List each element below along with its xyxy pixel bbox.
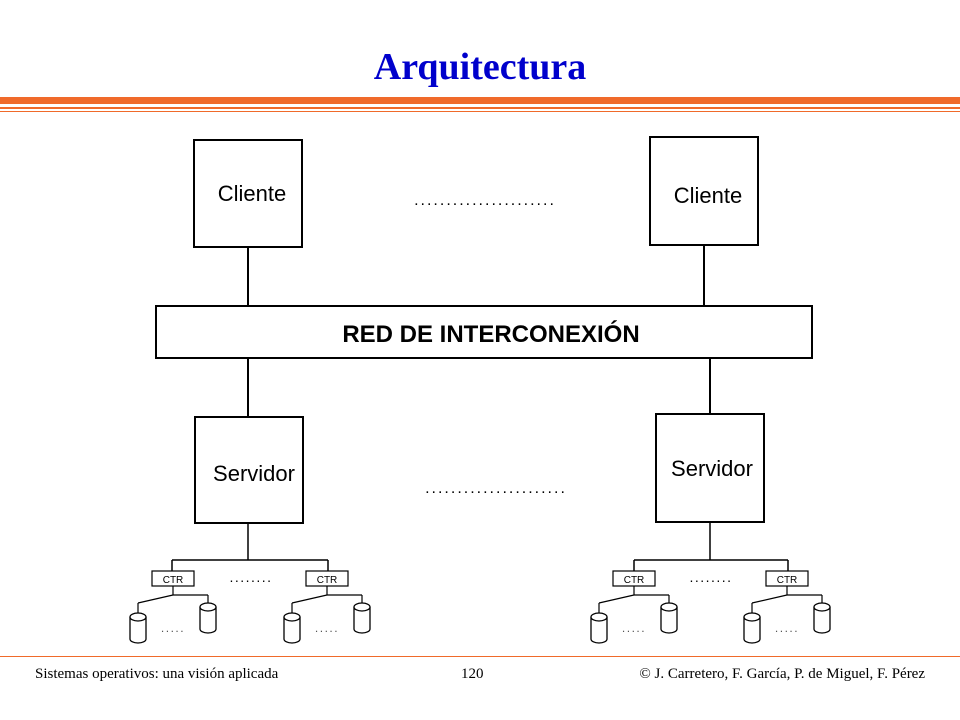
disk-link [291,594,328,604]
disk-ellipsis: ..... [775,621,799,635]
server-label: Servidor [213,461,295,486]
disk-icon [353,602,371,634]
page-title: Arquitectura [373,46,587,88]
server-node-left: Servidor [194,416,304,524]
footer-book-title: Sistemas operativos: una visión aplicada [35,666,279,682]
client-label: Cliente [218,181,286,206]
controller-box: CTR [612,570,656,587]
controller-box: CTR [305,570,349,587]
disk-link [751,594,788,604]
controller-ellipsis: ........ [229,569,272,585]
disk-icon [129,612,147,644]
client-ellipsis: ...................... [414,192,556,209]
disk-ellipsis: ..... [315,621,339,635]
disk-icon [199,602,217,634]
network-label: RED DE INTERCONEXIÓN [342,320,639,348]
network-bus: RED DE INTERCONEXIÓN [155,305,813,359]
disk-icon [283,612,301,644]
controller-box: CTR [765,570,809,587]
footer-rule [0,656,960,657]
storage-subsystem-right: CTR CTR ........ [612,522,809,587]
disk-ellipsis: ..... [622,621,646,635]
footer-page-number: 120 [461,666,484,682]
controller-label: CTR [777,575,798,586]
disk-icon [743,612,761,644]
client-label: Cliente [674,183,742,208]
client-node-left: Cliente [193,139,303,248]
server-node-right: Servidor [655,413,765,523]
controller-label: CTR [163,575,184,586]
storage-subsystem-left: CTR CTR ........ [151,523,349,587]
controller-label: CTR [317,575,338,586]
disk-link [137,594,174,604]
controller-label: CTR [624,575,645,586]
disk-groups: .................... [129,586,831,644]
footer-copyright: © J. Carretero, F. García, P. de Miguel,… [639,666,925,682]
title-rule-thick [0,97,960,104]
disk-icon [590,612,608,644]
disk-icon [660,602,678,634]
client-node-right: Cliente [649,136,759,246]
server-label: Servidor [671,456,753,481]
server-ellipsis: ...................... [425,480,567,497]
title-rule-thin [0,111,960,112]
disk-icon [813,602,831,634]
title-rule-medium [0,107,960,109]
disk-link [598,594,635,604]
disk-ellipsis: ..... [161,621,185,635]
controller-ellipsis: ........ [689,569,732,585]
controller-box: CTR [151,570,195,587]
